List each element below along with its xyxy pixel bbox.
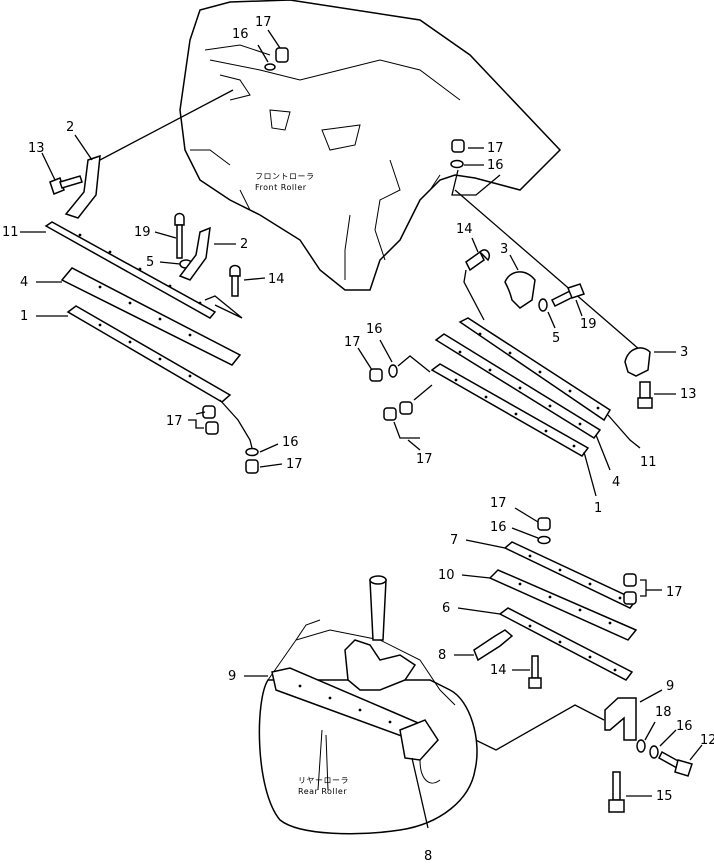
rear-scraper-parts: 17 16 7 10 17 6 8 14 9 <box>228 496 714 813</box>
front-roller-label-jp: フロントローラ <box>255 172 315 181</box>
callout-16-rear: 16 <box>676 719 693 734</box>
callout-14-rear: 14 <box>490 663 507 678</box>
callout-13-right: 13 <box>680 387 697 402</box>
front-top-hardware: 16 17 <box>232 15 289 71</box>
leader-roller-to-right <box>454 189 641 351</box>
callout-14-right: 14 <box>456 222 473 237</box>
callout-4-right: 4 <box>612 475 620 490</box>
callout-17-right-a: 17 <box>344 335 361 350</box>
callout-3-right-b: 3 <box>680 345 688 360</box>
callout-13-left: 13 <box>28 141 45 156</box>
rear-roller-label-en: Rear Roller <box>298 787 347 796</box>
rear-roller-label-jp: リヤーローラ <box>298 776 349 785</box>
front-roller-label-en: Front Roller <box>255 183 307 192</box>
callout-17-left-b: 17 <box>286 457 303 472</box>
callout-8-top: 8 <box>438 648 446 663</box>
callout-17-rear-top: 17 <box>490 496 507 511</box>
callout-2-left: 2 <box>66 120 74 135</box>
callout-7: 7 <box>450 533 458 548</box>
callout-16-rear-top: 16 <box>490 520 507 535</box>
callout-14-left: 14 <box>268 272 285 287</box>
callout-16-left: 16 <box>282 435 299 450</box>
callout-17-right-top: 17 <box>487 141 504 156</box>
callout-17-left-a: 17 <box>166 414 183 429</box>
callout-9-right: 9 <box>666 679 674 694</box>
leader-roller-to-bracket <box>99 89 234 161</box>
callout-1-left: 1 <box>20 309 28 324</box>
callout-15: 15 <box>656 789 673 804</box>
callout-19-left: 19 <box>134 225 151 240</box>
callout-16-right: 16 <box>366 322 383 337</box>
callout-17-rear: 17 <box>666 585 683 600</box>
front-right-scraper: 17 16 14 3 5 19 3 13 <box>344 139 697 516</box>
callout-10: 10 <box>438 568 455 583</box>
callout-5-left: 5 <box>146 255 154 270</box>
callout-11-right: 11 <box>640 455 657 470</box>
callout-17-right-b: 17 <box>416 452 433 467</box>
callout-19-right: 19 <box>580 317 597 332</box>
front-left-scraper: 13 2 11 4 1 19 5 2 14 <box>2 120 303 474</box>
callout-12: 12 <box>700 733 714 748</box>
rear-roller: リヤーローラ Rear Roller 8 <box>258 575 478 864</box>
callout-8-bottom: 8 <box>424 849 432 864</box>
callout-18: 18 <box>655 705 672 720</box>
callout-11-left: 11 <box>2 225 19 240</box>
callout-4-left: 4 <box>20 275 28 290</box>
callout-16-top: 16 <box>232 27 249 42</box>
callout-6: 6 <box>442 601 450 616</box>
callout-2-right: 2 <box>240 237 248 252</box>
callout-3-right-a: 3 <box>500 242 508 257</box>
callout-17-top: 17 <box>255 15 272 30</box>
front-roller: フロントローラ Front Roller <box>179 0 562 291</box>
callout-5-right: 5 <box>552 331 560 346</box>
callout-9-left: 9 <box>228 669 236 684</box>
callout-1-right: 1 <box>594 501 602 516</box>
callout-16-right-top: 16 <box>487 158 504 173</box>
